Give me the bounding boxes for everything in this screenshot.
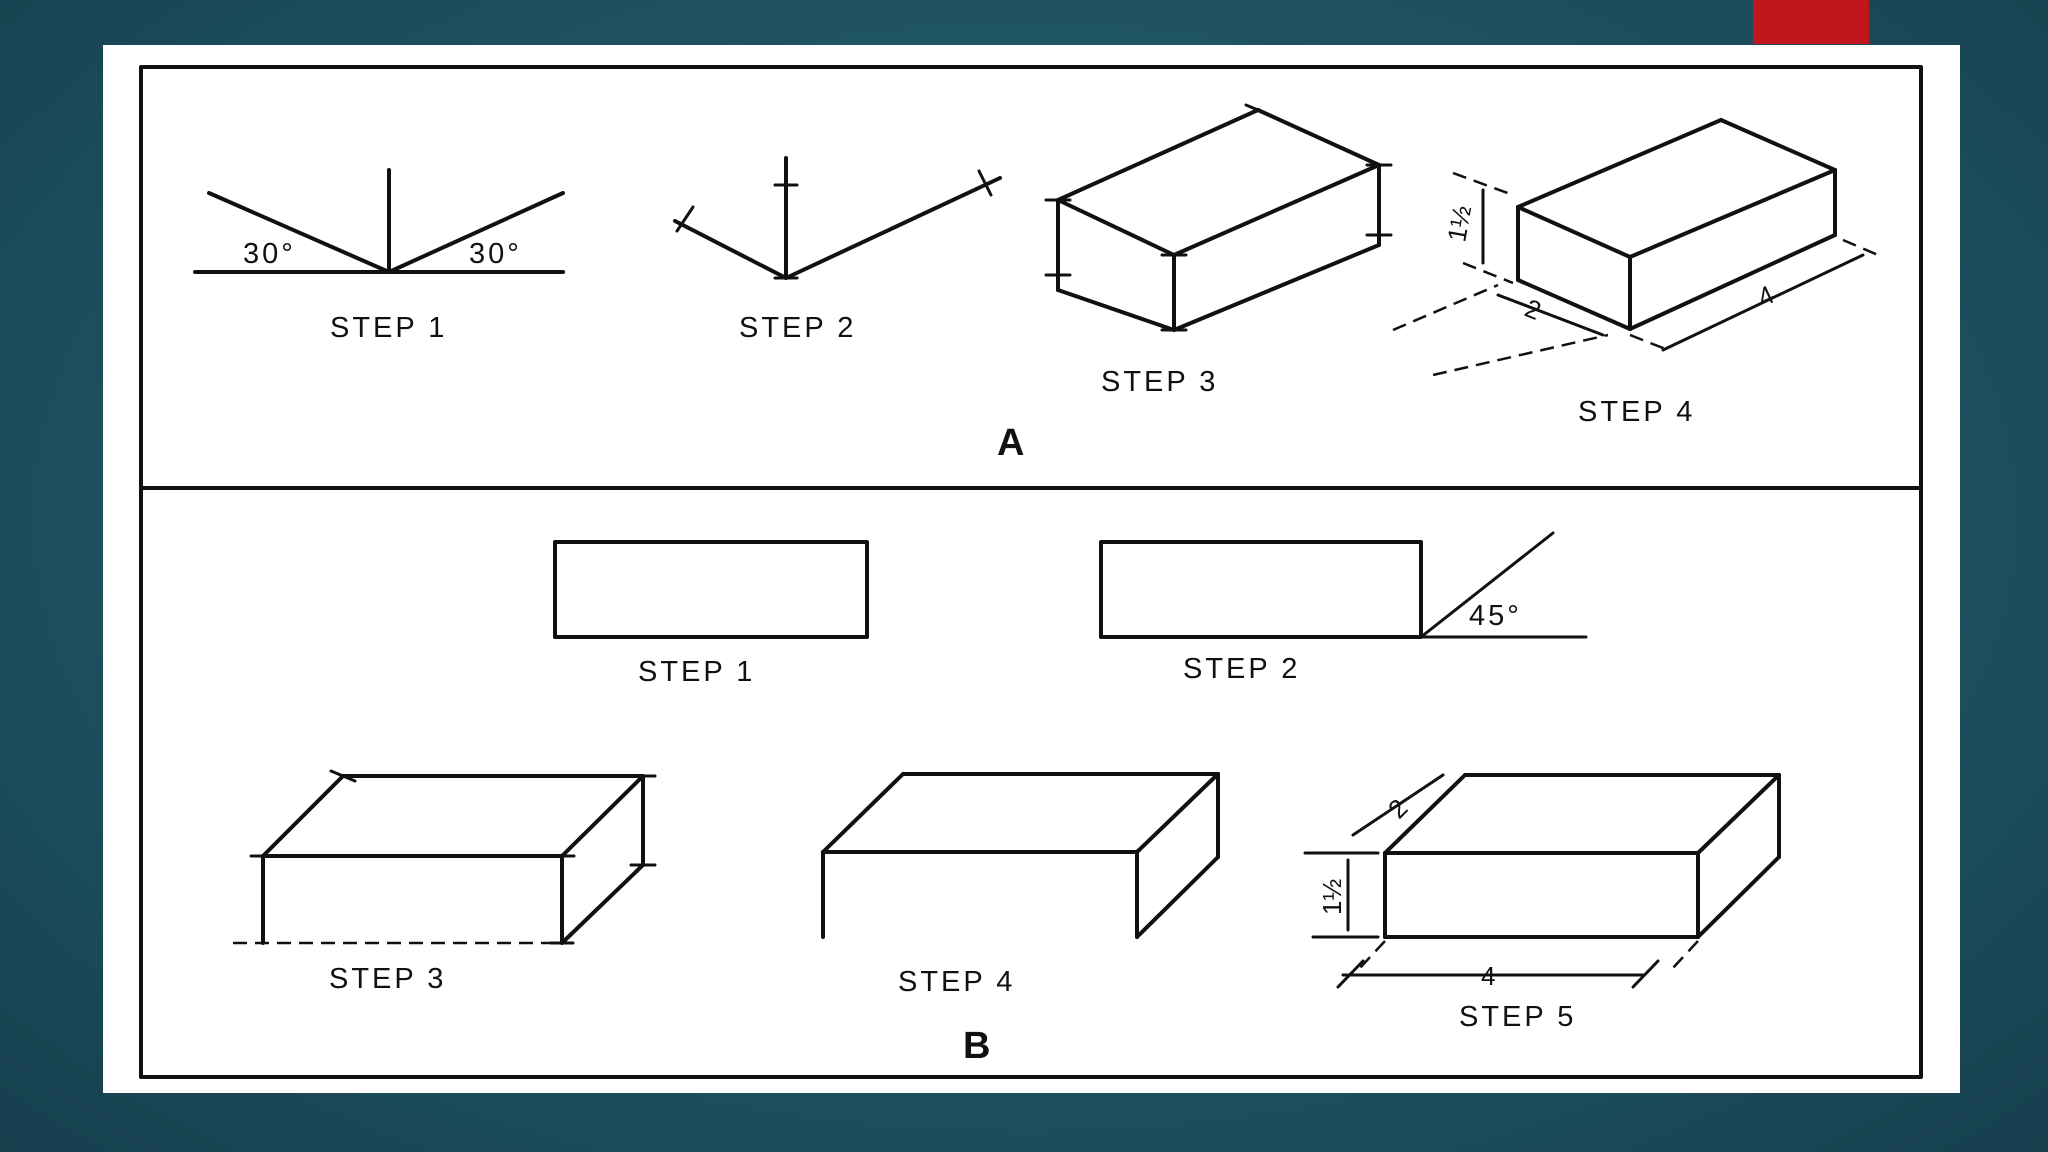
diagram-frame [139, 65, 1923, 1079]
a-step4-label: STEP 4 [1578, 396, 1695, 428]
b-step2-label: STEP 2 [1183, 653, 1300, 685]
b-step5-dim-height: 1½ [1317, 879, 1347, 915]
slide-image: 30° 30° STEP 1 STEP 2 [103, 45, 1960, 1093]
a-step4-dim-depth: 2 [1521, 293, 1546, 326]
b-step4-label: STEP 4 [898, 966, 1015, 998]
isometric-steps-diagram: 30° 30° STEP 1 STEP 2 [139, 65, 1923, 1079]
a-step1-label: STEP 1 [330, 312, 447, 344]
a-step1-angle-right: 30° [469, 238, 522, 270]
a-step1-figure: 30° 30° [193, 168, 565, 274]
b-step4-figure [821, 772, 1220, 939]
b-step3-label: STEP 3 [329, 963, 446, 995]
b-step2-figure: 45° [1099, 531, 1588, 639]
panel-a-letter: A [997, 422, 1024, 464]
panel-b-letter: B [963, 1025, 990, 1067]
a-step1-angle-left: 30° [243, 238, 296, 270]
b-step2-angle: 45° [1469, 600, 1522, 632]
a-step4-figure: 1½ 2 4 [1392, 118, 1879, 377]
b-step5-figure: 1½ 2 4 [1303, 773, 1781, 991]
a-step3-figure [1044, 103, 1393, 332]
a-step4-dim-height: 1½ [1441, 203, 1477, 244]
a-step2-label: STEP 2 [739, 312, 856, 344]
a-step2-figure [673, 156, 1002, 280]
accent-bar [1753, 0, 1869, 44]
panel-b: STEP 1 45° STEP 2 STEP 3 [233, 531, 1781, 1067]
a-step3-label: STEP 3 [1101, 366, 1218, 398]
b-step1-label: STEP 1 [638, 656, 755, 688]
b-step1-figure [553, 540, 869, 639]
b-step5-dim-width: 4 [1481, 961, 1495, 991]
b-step3-figure [233, 769, 657, 945]
panel-a: 30° 30° STEP 1 STEP 2 [193, 103, 1879, 464]
b-step5-label: STEP 5 [1459, 1001, 1576, 1033]
